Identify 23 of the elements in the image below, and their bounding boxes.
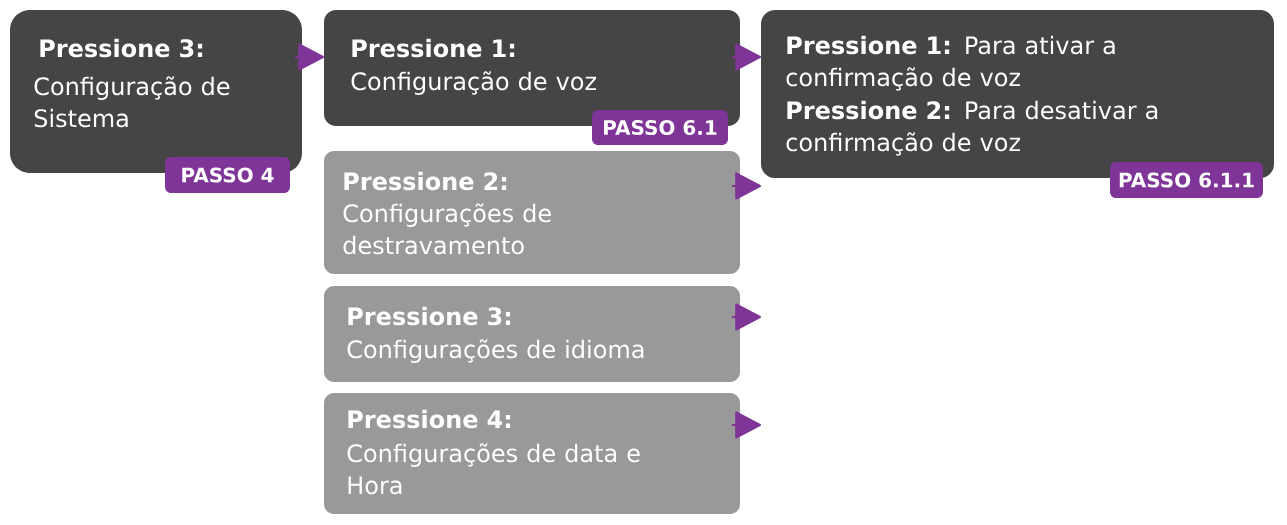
step-badge: PASSO 6.1.1	[1110, 162, 1263, 198]
box-heading: Pressione 3:	[40, 38, 203, 58]
box-text: Pressione 2: Para desativar a confirmação de voz	[786, 100, 1158, 156]
box-heading: Pressione 3:	[348, 306, 511, 326]
menu-box	[324, 393, 740, 514]
box-text: Configurações de data e Hora	[347, 443, 640, 495]
step-badge: PASSO 6.1	[592, 110, 728, 145]
box-text: Configurações de idioma	[347, 339, 644, 363]
box-text: Configuração de Sistema	[34, 76, 230, 128]
arrow	[294, 43, 324, 71]
arrow	[731, 411, 761, 439]
menu-box	[324, 286, 740, 382]
menu-box	[324, 151, 740, 274]
box-heading: Pressione 1:	[352, 38, 515, 58]
step-badge: PASSO 4	[165, 157, 290, 193]
arrow	[731, 303, 761, 331]
box-text: Pressione 1: Para ativar a confirmação de voz	[786, 35, 1115, 91]
box-heading: Pressione 2:	[344, 171, 507, 191]
arrow	[731, 172, 761, 200]
box-heading: Pressione 4:	[348, 409, 511, 429]
arrow	[731, 43, 761, 71]
box-text: Configurações de destravamento	[343, 203, 551, 255]
box-text: Configuração de voz	[351, 71, 597, 95]
